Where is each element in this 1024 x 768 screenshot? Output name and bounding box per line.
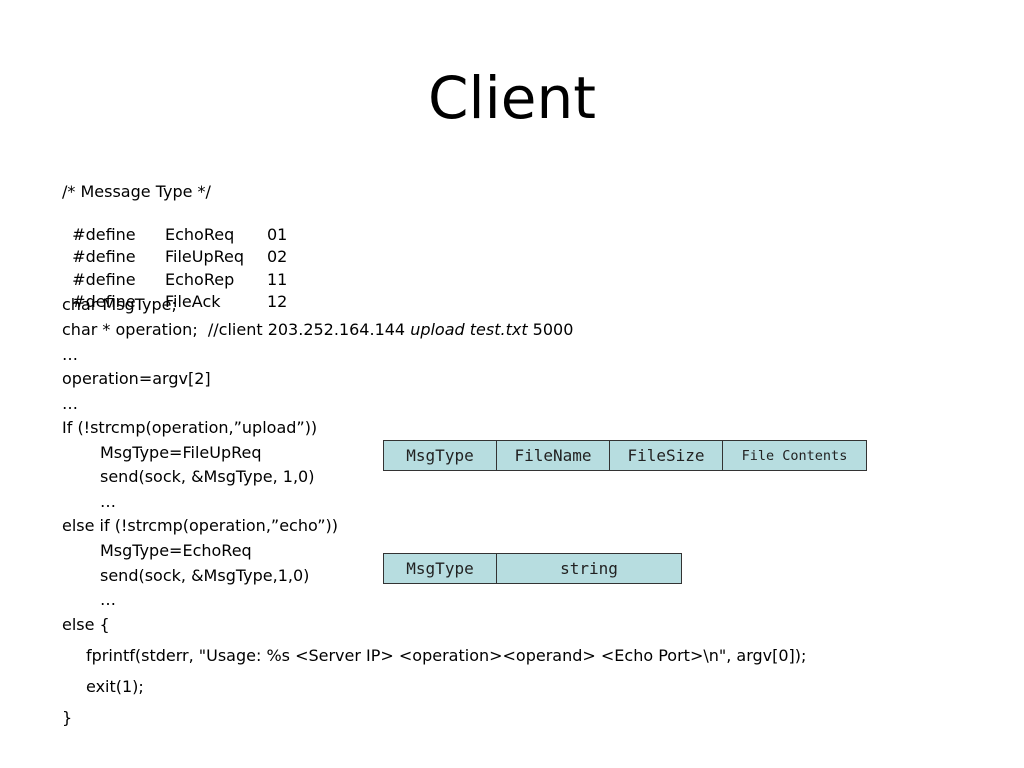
code-send-upload: send(sock, &MsgType, 1,0) — [100, 467, 315, 486]
code-if-upload: If (!strcmp(operation,”upload”)) — [62, 418, 318, 437]
code-ellipsis: … — [62, 394, 78, 413]
define-name: FileAck — [165, 292, 221, 311]
define-name: EchoRep — [165, 270, 235, 289]
define-echoreq: #define EchoReq 01 — [62, 205, 362, 245]
define-value: 01 — [267, 225, 288, 244]
packet-field-filesize: FileSize — [610, 441, 723, 470]
operation-prefix: char * operation; //client 203.252.164.1… — [62, 320, 411, 339]
define-value: 12 — [267, 292, 288, 311]
packet-field-msgtype: MsgType — [384, 554, 497, 583]
echo-packet-format: MsgType string — [383, 553, 682, 584]
code-exit: exit(1); — [86, 677, 144, 696]
define-value: 02 — [267, 247, 288, 266]
operation-italic: upload test.txt — [410, 320, 528, 339]
packet-field-string: string — [497, 554, 681, 583]
define-keyword: #define — [72, 247, 136, 266]
upload-packet-format: MsgType FileName FileSize File Contents — [383, 440, 867, 471]
operation-suffix: 5000 — [527, 320, 574, 339]
packet-field-filename: FileName — [497, 441, 610, 470]
code-close-brace: } — [62, 708, 73, 727]
define-name: EchoReq — [165, 225, 235, 244]
code-char-operation: char * operation; //client 203.252.164.1… — [62, 320, 573, 340]
code-char-msgtype: char MsgType; — [62, 295, 177, 314]
code-ellipsis: … — [62, 345, 78, 364]
define-value: 11 — [267, 270, 288, 289]
slide-title: Client — [428, 64, 596, 132]
packet-field-msgtype: MsgType — [384, 441, 497, 470]
code-operation-assign: operation=argv[2] — [62, 369, 211, 388]
define-keyword: #define — [72, 225, 136, 244]
code-msgtype-echoreq: MsgType=EchoReq — [100, 541, 252, 560]
code-comment: /* Message Type */ — [62, 182, 211, 201]
code-fprintf: fprintf(stderr, "Usage: %s <Server IP> <… — [86, 646, 807, 665]
code-ellipsis: … — [100, 492, 116, 511]
code-send-echo: send(sock, &MsgType,1,0) — [100, 566, 310, 585]
code-msgtype-fileupreq: MsgType=FileUpReq — [100, 443, 262, 462]
code-else-if-echo: else if (!strcmp(operation,”echo”)) — [62, 516, 338, 535]
define-keyword: #define — [72, 270, 136, 289]
define-name: FileUpReq — [165, 247, 245, 266]
code-ellipsis: … — [100, 590, 116, 609]
code-else-open: else { — [62, 615, 110, 634]
packet-field-file-contents: File Contents — [723, 441, 866, 470]
define-keyword: #define — [72, 292, 136, 311]
